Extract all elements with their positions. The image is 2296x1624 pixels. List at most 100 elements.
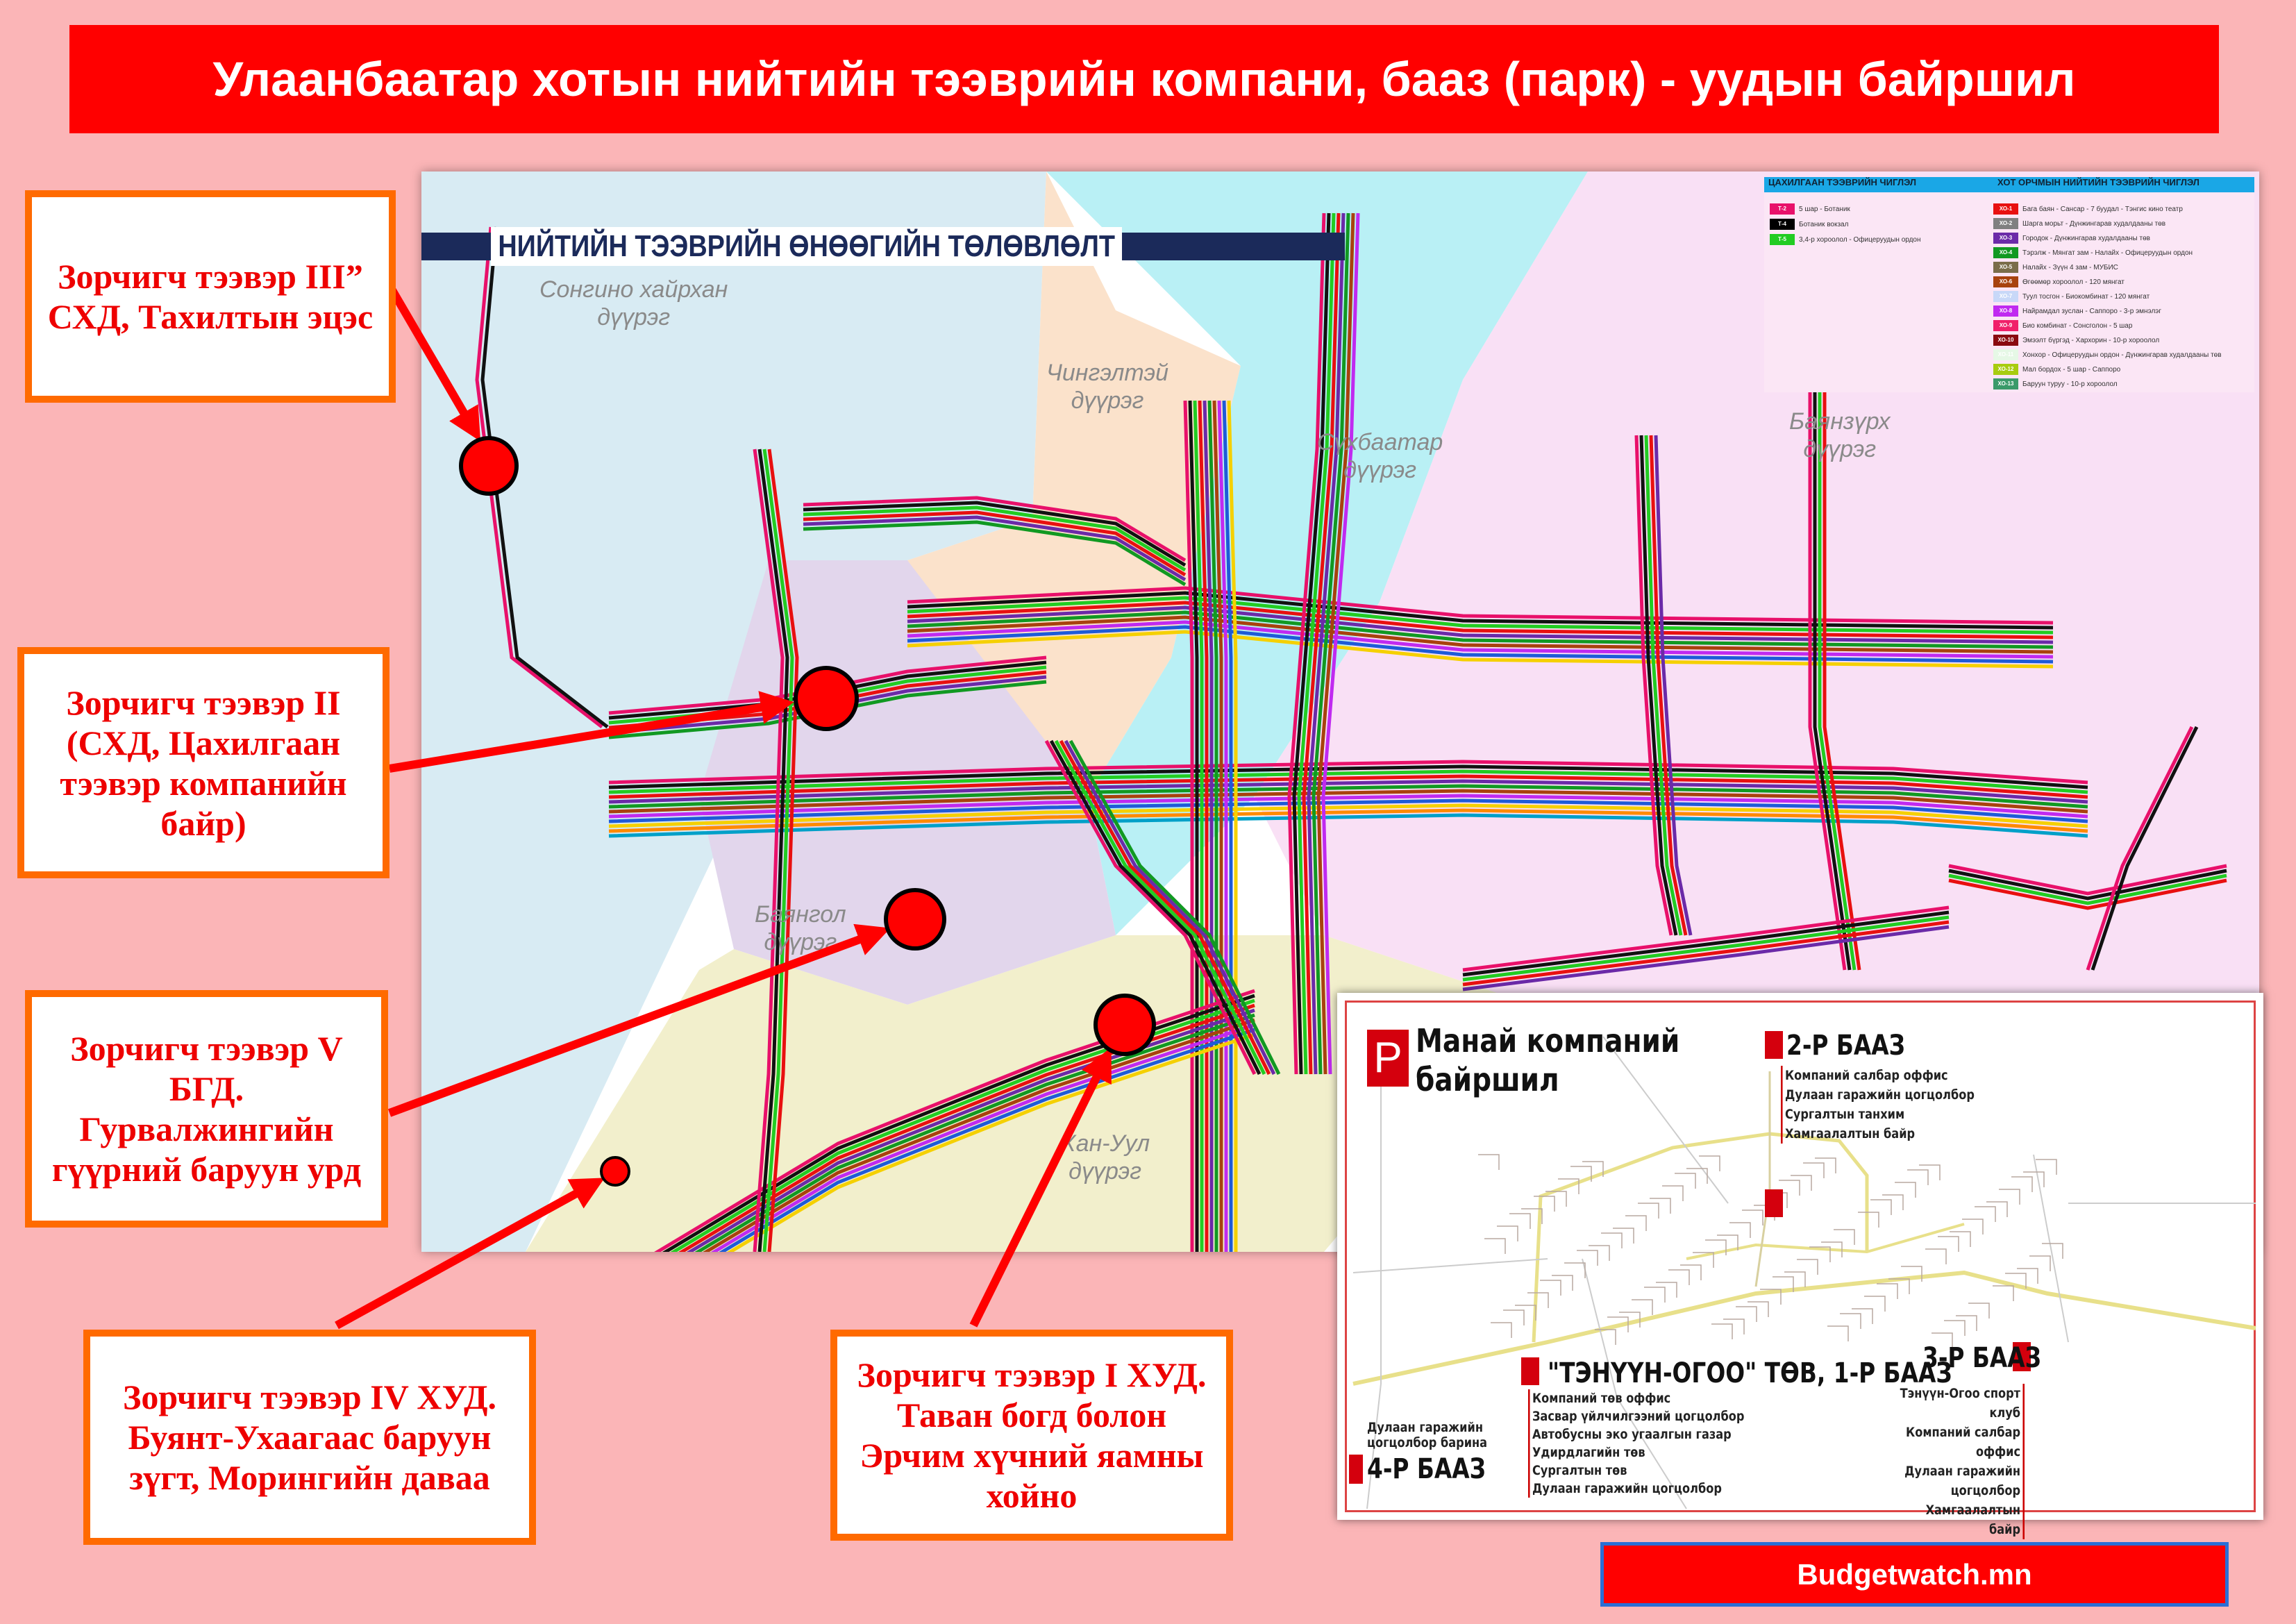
base-3-item: Дулаан гаражийн цогцолбор (1904, 1464, 2021, 1498)
base-2-item: Компаний салбар оффис (1784, 1068, 1948, 1083)
bus-route-line (1044, 739, 1257, 1075)
bus-route-line (1198, 400, 1209, 1252)
road (2033, 1154, 2069, 1343)
road (1877, 1283, 1898, 1299)
bus-route-line (1948, 869, 2227, 901)
base-1-item: Засвар үйлчилгээний цогцолбор (1532, 1409, 1745, 1424)
legend-header-trolley: ЦАХИЛГААН ТЭЭВРИЙН ЧИГЛЭЛ (1768, 177, 1917, 187)
bus-route-line (1462, 905, 1950, 972)
road (1662, 1185, 1684, 1201)
road (1532, 1132, 1869, 1343)
road (1638, 1203, 1659, 1219)
bus-route-line (757, 449, 789, 1252)
callout-depot-ii: Зорчигч тээвэр II (СХД, Цахилгаан тээвэр… (17, 647, 389, 878)
road (1644, 1287, 1666, 1303)
bus-route-line (480, 226, 609, 728)
road (1748, 1301, 1769, 1317)
road (1540, 1280, 1561, 1296)
bus-route-line (1948, 878, 2227, 910)
bus-route-line (1654, 435, 1693, 936)
road (2029, 1255, 2051, 1271)
road (1852, 1308, 1873, 1324)
bus-route-line (1948, 864, 2227, 896)
road (1791, 1175, 1812, 1191)
bus-route-line (803, 501, 1187, 567)
base-1-item: Удирдлагийн төв (1532, 1445, 1645, 1460)
road (1944, 1320, 1966, 1336)
bus-route-line (1649, 435, 1688, 936)
base-3-marker (2013, 1342, 2031, 1371)
base-1-title: "ТЭНҮҮН-ОГОО" ТӨВ, 1-Р БААЗ (1548, 1357, 1952, 1389)
road (1509, 1213, 1531, 1229)
bus-route-line (907, 615, 2054, 654)
bus-route-line (803, 510, 1187, 577)
bus-route-line (1639, 435, 1678, 936)
road (1975, 1206, 1996, 1222)
bus-route-line (1462, 910, 1950, 977)
bus-route-line (767, 449, 799, 1252)
road (1773, 1276, 1794, 1292)
bus-route-line (1808, 366, 1847, 971)
road (1686, 1168, 1708, 1184)
parking-icon: P (1367, 1030, 1409, 1087)
road (1705, 1239, 1727, 1255)
bus-route-line (608, 774, 2088, 799)
bus-route-line (1203, 400, 1214, 1252)
road (1907, 1169, 1929, 1185)
map-title: НИЙТИЙН ТЭЭВРИЙН ӨНӨӨГИЙН ТӨЛӨВЛӨЛТ (491, 227, 1123, 266)
bus-route-line (1227, 400, 1238, 1252)
road (1803, 1162, 1825, 1178)
bus-route-line (1217, 400, 1228, 1252)
road (1956, 1315, 1977, 1331)
road (1521, 1208, 1543, 1224)
bus-route-line (727, 1032, 1255, 1252)
bus-route-line (1292, 212, 1331, 1075)
road (1668, 1269, 1690, 1285)
road (1613, 1228, 1634, 1244)
road (1797, 1259, 1818, 1275)
road (1619, 1312, 1641, 1328)
bus-route-line (803, 505, 1187, 572)
bus-route-line (608, 784, 2088, 809)
base-1-item: Сургалтын төв (1532, 1463, 1627, 1478)
bus-route-line (1813, 366, 1852, 971)
base-2-title: 2-Р БААЗ (1786, 1030, 1905, 1062)
road (1986, 1201, 2008, 1217)
bus-route-line (1069, 739, 1281, 1075)
road (1552, 1275, 1573, 1291)
bus-route-line (1818, 366, 1857, 971)
source-link[interactable]: Budgetwatch.mn (1600, 1542, 2229, 1607)
road (1888, 1278, 1910, 1294)
road (1595, 1329, 1616, 1345)
bus-route-line (753, 449, 785, 1252)
company-location-inset: P Манай компаний байршил 2-Р БААЗ Компан… (1337, 993, 2263, 1539)
road (2042, 1243, 2063, 1259)
bus-route-line (907, 625, 2054, 664)
bus-route-line (1307, 212, 1346, 1075)
bus-route-line (1212, 400, 1223, 1252)
road (1352, 1270, 2256, 1386)
road (1827, 1325, 1849, 1341)
road (1784, 1271, 1806, 1287)
bus-route-line (1064, 739, 1276, 1075)
bus-route-line (608, 794, 2088, 819)
bus-route-line (1462, 915, 1950, 982)
road (1864, 1296, 1886, 1312)
bus-route-line (1297, 212, 1336, 1075)
bus-route-line (1054, 739, 1266, 1075)
road (2011, 1176, 2033, 1192)
base-4-marker (1349, 1455, 1363, 1484)
road (1686, 1223, 1965, 1260)
bus-route-line (1822, 366, 1861, 971)
base-3-item: Хамгаалалтын байр (1925, 1502, 2021, 1537)
